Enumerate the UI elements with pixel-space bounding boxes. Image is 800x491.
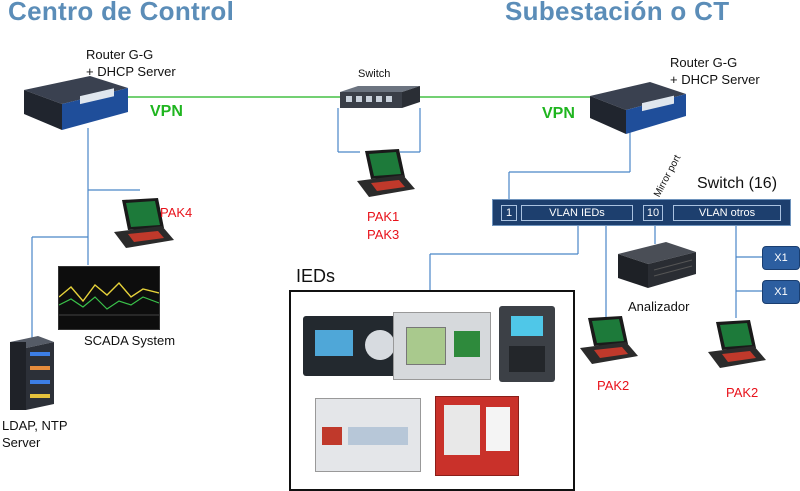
x1-top: X1 [762,246,800,270]
pak2-left-label: PAK2 [597,378,630,393]
ied-device-4 [315,398,421,472]
laptop-pak2-left-icon [580,316,638,364]
ied-device-4-button [322,427,342,445]
ied-device-1-keypad [365,330,395,360]
scada-screen [58,266,160,330]
pak1-label: PAK1 [367,209,400,224]
switch-small-label: Switch [358,68,391,80]
router-left-label: Router G-G + DHCP Server [86,46,176,80]
vpn-label-left: VPN [150,103,183,120]
router-right-icon [590,82,686,134]
router-right-line1: Router G-G [670,55,738,70]
pak3-label: PAK3 [367,227,400,242]
server-icon [10,336,54,410]
scada-waveform [58,281,160,316]
ied-device-2-keys [454,331,480,357]
laptop-pak4-icon [114,198,174,248]
port-1: 1 [501,205,517,221]
vlan-otros-port: VLAN otros [673,205,781,221]
vpn-label-right: VPN [542,105,575,122]
switch16-title: Switch (16) [697,175,778,192]
ied-device-5-keys [486,407,510,451]
analizador-label: Analizador [628,299,690,314]
ied-device-3-screen [511,316,543,336]
title-centro-control: Centro de Control [8,0,235,26]
ied-device-1 [303,316,409,376]
router-right-line2: + DHCP Server [670,72,760,87]
x1-bottom: X1 [762,280,800,304]
ldap-line1: LDAP, NTP [2,418,68,433]
ied-device-3-panel [509,346,545,372]
pak2-right-label: PAK2 [726,385,759,400]
switch16-bar: 1 VLAN IEDs 10 VLAN otros [492,199,791,226]
router-left-line1: Router G-G [86,47,154,62]
router-left-icon [24,76,128,130]
ied-device-2-screen [406,327,446,365]
title-subestacion: Subestación o CT [505,0,730,26]
switch-small-icon [340,86,420,108]
router-left-line2: + DHCP Server [86,64,176,79]
router-right-label: Router G-G + DHCP Server [670,54,760,88]
ied-device-5 [435,396,519,476]
ied-device-3 [499,306,555,382]
ieds-title: IEDs [296,266,336,286]
vlan-ieds-port: VLAN IEDs [521,205,633,221]
scada-label: SCADA System [84,333,176,348]
pak4-label: PAK4 [160,205,193,220]
ied-device-4-display [348,427,408,445]
ieds-box [289,290,575,491]
laptop-pak1-icon [357,149,415,197]
port-10: 10 [643,205,663,221]
ied-device-5-screen [444,405,480,455]
ldap-line2: Server [2,435,41,450]
ied-device-2 [393,312,491,380]
analizador-icon [618,242,696,288]
laptop-pak2-right-icon [708,320,766,368]
ldap-label: LDAP, NTP Server [2,417,68,451]
ied-device-1-screen [315,330,353,356]
